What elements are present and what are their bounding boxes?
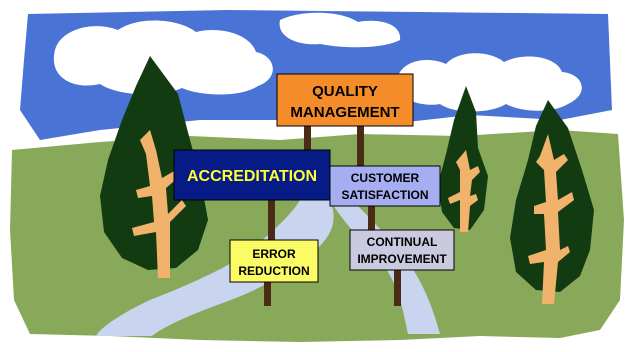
right-tree-trunk — [528, 134, 574, 304]
error-reduction-sign: ERROR REDUCTION — [229, 239, 319, 283]
error-sign-line2: REDUCTION — [238, 264, 309, 278]
accreditation-sign: ACCREDITATION — [173, 149, 331, 201]
cloud-left — [53, 20, 273, 95]
accreditation-sign-post — [268, 200, 275, 242]
quality-sign-line2: MANAGEMENT — [290, 104, 399, 121]
accreditation-sign-label: ACCREDITATION — [187, 168, 317, 185]
continual-sign-line1: CONTINUAL — [367, 235, 438, 249]
continual-sign-line2: IMPROVEMENT — [357, 252, 447, 266]
cloud-top — [279, 12, 401, 48]
continual-improvement-sign: CONTINUAL IMPROVEMENT — [349, 229, 455, 271]
customer-sign-line1: CUSTOMER — [351, 171, 420, 185]
quality-sign-post-right — [357, 124, 364, 172]
error-sign-line1: ERROR — [252, 247, 296, 261]
customer-sign-line2: SATISFACTION — [341, 188, 428, 202]
quality-management-sign: QUALITY MANAGEMENT — [276, 73, 414, 127]
continual-sign-post — [394, 270, 401, 306]
left-tree-trunk — [132, 130, 186, 278]
quality-sign-line1: QUALITY — [312, 83, 378, 100]
error-sign-post — [264, 282, 271, 306]
middle-right-tree-trunk — [448, 150, 480, 232]
customer-satisfaction-sign: CUSTOMER SATISFACTION — [329, 165, 441, 207]
customer-sign-post — [368, 206, 375, 232]
cloud-right — [397, 53, 582, 112]
